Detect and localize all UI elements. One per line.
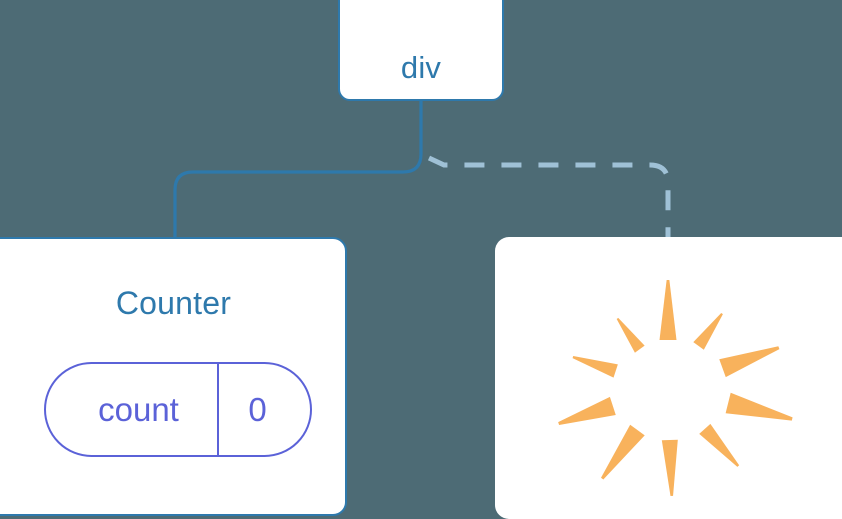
sparkle-ray-1 <box>693 312 723 350</box>
sparkle-ray-0 <box>659 280 677 340</box>
sparkle-ray-2 <box>719 346 780 378</box>
div-to-counter-connector <box>173 99 423 242</box>
sparkle-ray-9 <box>616 317 645 353</box>
node-sparkle[interactable] <box>495 237 842 519</box>
sparkle-ray-3 <box>725 392 793 421</box>
sparkle-ray-5 <box>661 439 678 496</box>
sparkle-burst-icon <box>558 280 793 496</box>
node-counter[interactable]: Counter count 0 <box>0 237 347 516</box>
sparkle-ray-4 <box>699 423 740 467</box>
div-to-sparkle-connector <box>427 155 671 240</box>
sparkle-ray-6 <box>601 424 645 480</box>
node-div-label: div <box>400 50 442 85</box>
node-counter-label: Counter <box>115 285 232 321</box>
state-pill-key: count <box>46 364 219 455</box>
node-div[interactable]: div <box>338 0 504 101</box>
state-pill-value: 0 <box>248 391 267 428</box>
sparkle-ray-7 <box>558 396 616 425</box>
sparkle-rays <box>558 280 793 496</box>
state-pill-count[interactable]: count 0 <box>44 362 312 457</box>
sparkle-ray-8 <box>572 356 618 378</box>
